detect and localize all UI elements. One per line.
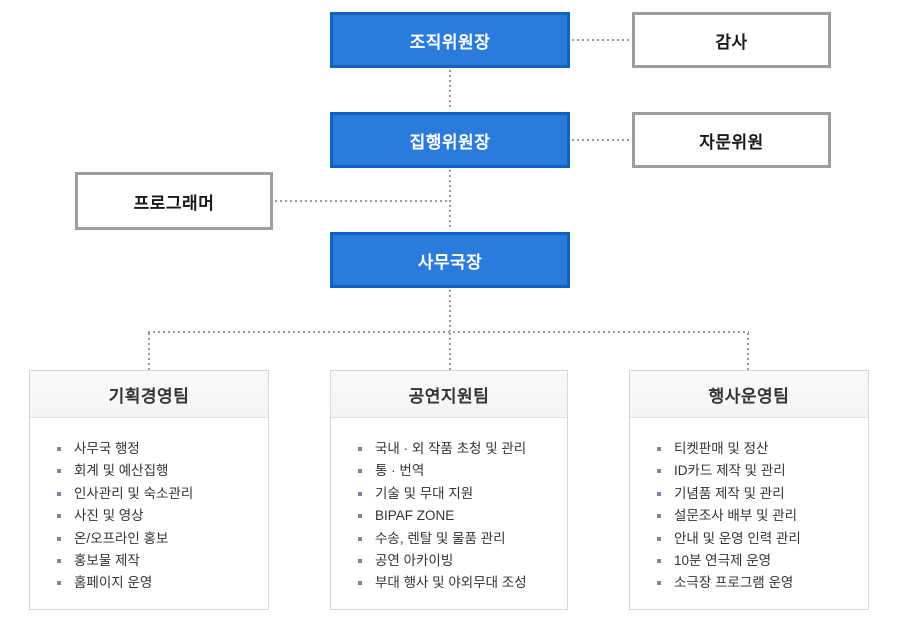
connector-exec-chair-secretary <box>449 170 451 230</box>
bullet-square-icon <box>657 536 661 541</box>
team-duty-label: 회계 및 예산집행 <box>74 463 169 479</box>
team-duty-label: BIPAF ZONE <box>375 508 455 524</box>
team-duty-label: 안내 및 운영 인력 관리 <box>674 530 801 546</box>
team-duty-label: 설문조사 배부 및 관리 <box>674 508 798 524</box>
connector-secretary-branch <box>449 290 451 331</box>
node-programmer: 프로그래머 <box>75 172 273 230</box>
team-duty-label: 수송, 렌탈 및 물품 관리 <box>375 530 506 546</box>
team-title-planning: 기획경영팀 <box>30 371 268 418</box>
connector-org-chair-exec-chair <box>449 70 451 110</box>
team-duty-item: ID카드 제작 및 관리 <box>657 460 858 482</box>
bullet-square-icon <box>657 559 661 564</box>
team-duty-label: 티켓판매 및 정산 <box>674 441 769 456</box>
team-duty-label: 부대 행사 및 야외무대 조성 <box>375 575 527 591</box>
team-duty-label: 10분 연극제 운영 <box>674 553 772 569</box>
team-duty-item: 안내 및 운영 인력 관리 <box>657 528 858 550</box>
team-duty-label: 홈페이지 운영 <box>74 575 153 591</box>
connector-org-chair-auditor <box>572 39 630 41</box>
team-duty-label: 통 · 번역 <box>375 463 425 479</box>
team-duty-label: 공연 아카이빙 <box>375 553 454 569</box>
team-duty-item: 공연 아카이빙 <box>358 550 557 572</box>
bullet-square-icon <box>657 491 661 496</box>
connector-branch-horizontal <box>148 331 749 333</box>
bullet-square-icon <box>657 514 661 519</box>
team-duty-label: 인사관리 및 숙소관리 <box>74 485 194 501</box>
team-duty-item: 홍보물 제작 <box>57 550 258 572</box>
connector-branch-team3 <box>747 333 749 370</box>
bullet-square-icon <box>358 581 362 586</box>
connector-branch-team1 <box>148 333 150 370</box>
team-duty-label: 사무국 행정 <box>74 441 140 456</box>
team-duty-label: 온/오프라인 홍보 <box>74 530 169 546</box>
team-duty-item: 국내 · 외 작품 초청 및 관리 <box>358 438 557 460</box>
team-duty-label: 소극장 프로그램 운영 <box>674 575 794 591</box>
bullet-square-icon <box>57 469 61 474</box>
team-title-events: 행사운영팀 <box>630 371 868 418</box>
connector-exec-chair-advisor <box>572 139 630 141</box>
team-duty-item: 기술 및 무대 지원 <box>358 483 557 505</box>
team-title-performance: 공연지원팀 <box>331 371 567 418</box>
team-duty-item: 부대 행사 및 야외무대 조성 <box>358 572 557 594</box>
team-duty-item: 홈페이지 운영 <box>57 572 258 594</box>
bullet-square-icon <box>358 514 362 519</box>
bullet-square-icon <box>657 581 661 586</box>
connector-programmer-trunk <box>275 200 449 202</box>
connector-branch-team2 <box>449 333 451 370</box>
bullet-square-icon <box>57 536 61 541</box>
node-secretary-general: 사무국장 <box>330 232 570 288</box>
node-org-chair: 조직위원장 <box>330 12 570 68</box>
node-advisor: 자문위원 <box>632 112 831 168</box>
bullet-square-icon <box>57 491 61 496</box>
team-duty-item: 수송, 렌탈 및 물품 관리 <box>358 528 557 550</box>
team-duty-item: 통 · 번역 <box>358 460 557 482</box>
team-duty-item: 기념품 제작 및 관리 <box>657 483 858 505</box>
team-duty-item: 티켓판매 및 정산 <box>657 438 858 460</box>
node-exec-chair: 집행위원장 <box>330 112 570 168</box>
team-duty-item: 설문조사 배부 및 관리 <box>657 505 858 527</box>
bullet-square-icon <box>358 469 362 474</box>
team-duty-item: 온/오프라인 홍보 <box>57 528 258 550</box>
team-duty-label: 홍보물 제작 <box>74 553 140 569</box>
team-duty-item: 회계 및 예산집행 <box>57 460 258 482</box>
bullet-square-icon <box>657 469 661 474</box>
bullet-square-icon <box>358 491 362 496</box>
bullet-square-icon <box>57 514 61 519</box>
bullet-square-icon <box>57 581 61 586</box>
team-duty-item: 사무국 행정 <box>57 438 258 460</box>
bullet-square-icon <box>657 447 661 451</box>
team-duty-label: ID카드 제작 및 관리 <box>674 463 786 479</box>
team-duty-label: 사진 및 영상 <box>74 508 144 524</box>
node-auditor: 감사 <box>632 12 831 68</box>
team-duty-item: BIPAF ZONE <box>358 505 557 527</box>
bullet-square-icon <box>358 559 362 564</box>
team-duty-item: 인사관리 및 숙소관리 <box>57 483 258 505</box>
bullet-square-icon <box>358 447 362 451</box>
team-duty-item: 소극장 프로그램 운영 <box>657 572 858 594</box>
team-duty-label: 기술 및 무대 지원 <box>375 485 474 501</box>
team-duty-label: 기념품 제작 및 관리 <box>674 485 785 501</box>
team-duty-label: 국내 · 외 작품 초청 및 관리 <box>375 441 527 456</box>
team-duty-item: 사진 및 영상 <box>57 505 258 527</box>
bullet-square-icon <box>358 536 362 541</box>
bullet-square-icon <box>57 447 61 451</box>
bullet-square-icon <box>57 559 61 564</box>
team-duty-item: 10분 연극제 운영 <box>657 550 858 572</box>
